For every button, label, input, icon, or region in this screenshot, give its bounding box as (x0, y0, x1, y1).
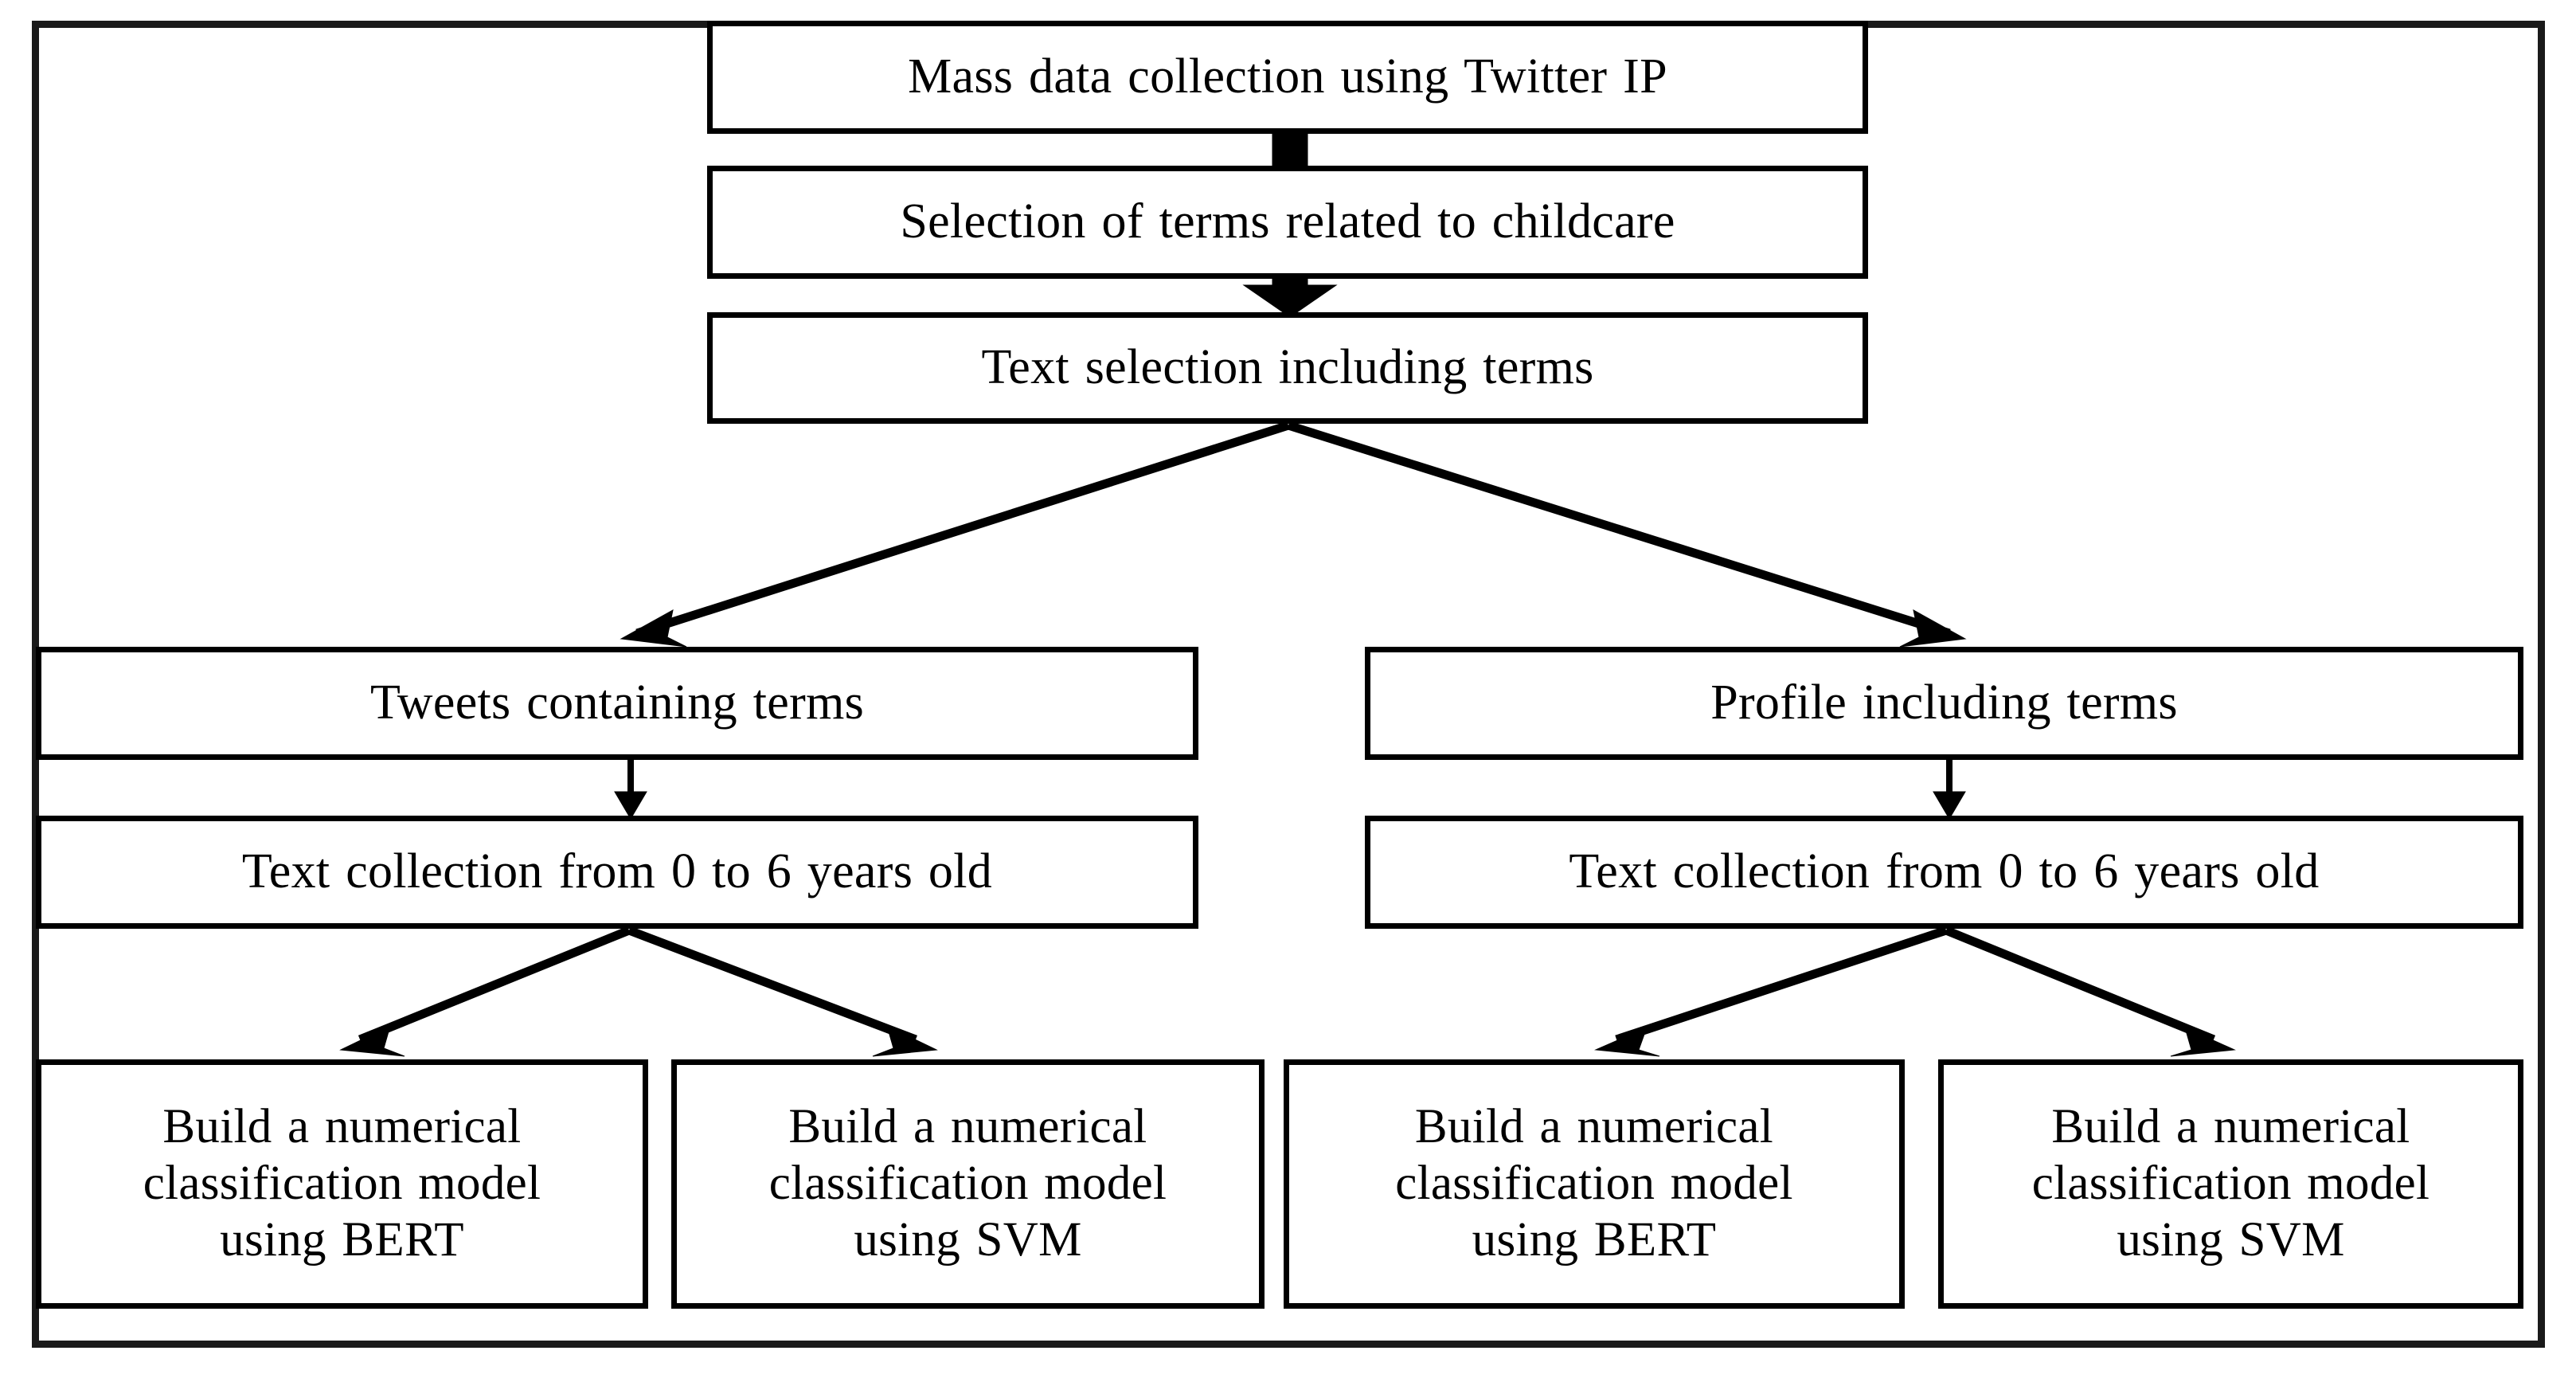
node-build-model-bert-left-line2: classification model (143, 1157, 541, 1211)
node-build-model-svm-left-label: Build a numerical classification model u… (769, 1099, 1167, 1268)
node-text-collection-right[interactable]: Text collection from 0 to 6 years old (1365, 816, 2523, 929)
node-text-collection-right-label: Text collection from 0 to 6 years old (1569, 844, 2320, 899)
node-build-model-svm-right-line3: using SVM (2117, 1212, 2345, 1266)
node-build-model-bert-left-label: Build a numerical classification model u… (143, 1099, 541, 1268)
node-build-model-bert-left-line3: using BERT (220, 1212, 464, 1266)
node-build-model-svm-left-line1: Build a numerical (788, 1100, 1147, 1154)
node-mass-data-collection-label: Mass data collection using Twitter IP (908, 49, 1667, 104)
node-build-model-bert-right-line3: using BERT (1472, 1212, 1717, 1266)
node-text-collection-left-label: Text collection from 0 to 6 years old (241, 844, 993, 899)
node-term-selection[interactable]: Selection of terms related to childcare (707, 166, 1868, 279)
node-build-model-svm-right-line2: classification model (2031, 1157, 2430, 1211)
node-build-model-svm-left-line3: using SVM (854, 1212, 1082, 1266)
node-build-model-svm-right-label: Build a numerical classification model u… (2032, 1099, 2430, 1268)
node-build-model-svm-right[interactable]: Build a numerical classification model u… (1938, 1059, 2523, 1309)
node-build-model-bert-left[interactable]: Build a numerical classification model u… (36, 1059, 648, 1309)
node-build-model-bert-right[interactable]: Build a numerical classification model u… (1284, 1059, 1905, 1309)
node-text-selection-label: Text selection including terms (981, 340, 1594, 395)
node-build-model-svm-left[interactable]: Build a numerical classification model u… (671, 1059, 1265, 1309)
node-term-selection-label: Selection of terms related to childcare (900, 194, 1675, 249)
node-build-model-bert-left-line1: Build a numerical (162, 1100, 522, 1154)
node-text-selection[interactable]: Text selection including terms (707, 312, 1868, 424)
node-build-model-svm-left-line2: classification model (768, 1157, 1167, 1211)
node-profile-including-terms-label: Profile including terms (1710, 675, 2178, 730)
node-build-model-bert-right-line1: Build a numerical (1414, 1100, 1774, 1154)
node-profile-including-terms[interactable]: Profile including terms (1365, 647, 2523, 760)
node-build-model-bert-right-label: Build a numerical classification model u… (1395, 1099, 1793, 1268)
node-mass-data-collection[interactable]: Mass data collection using Twitter IP (707, 21, 1868, 134)
node-build-model-svm-right-line1: Build a numerical (2051, 1100, 2410, 1154)
node-tweets-containing-terms[interactable]: Tweets containing terms (36, 647, 1198, 760)
node-text-collection-left[interactable]: Text collection from 0 to 6 years old (36, 816, 1198, 929)
node-tweets-containing-terms-label: Tweets containing terms (369, 675, 865, 730)
node-build-model-bert-right-line2: classification model (1395, 1157, 1793, 1211)
